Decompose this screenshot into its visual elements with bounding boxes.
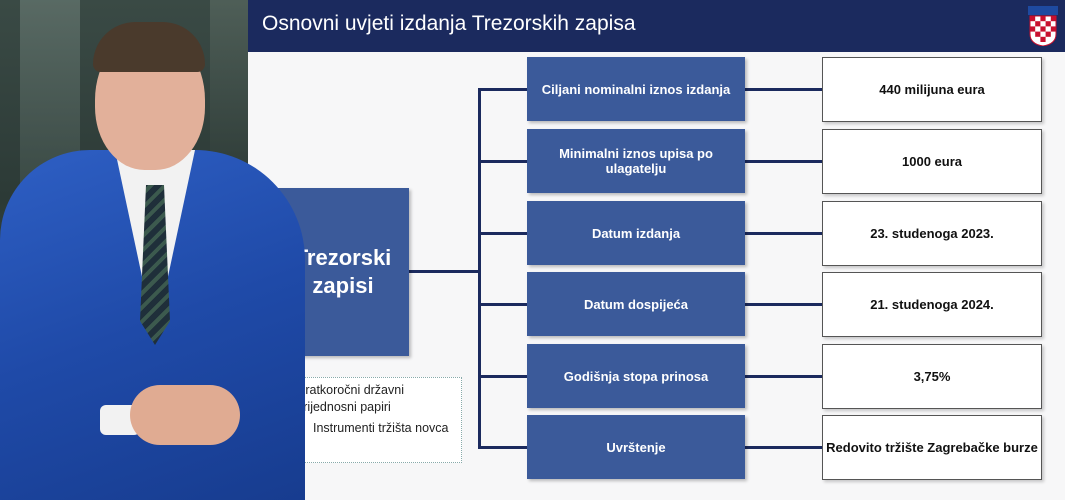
note-text: Kratkoročni državni vrijednosni papiri xyxy=(297,383,404,414)
person-hair xyxy=(93,22,205,72)
main-box-line1: Trezorski xyxy=(294,245,392,270)
connector-branch xyxy=(478,375,528,378)
connector-branch xyxy=(478,88,528,91)
note-box: Kratkoročni državni vrijednosni papiri •… xyxy=(290,377,462,463)
value-box: 1000 eura xyxy=(822,129,1042,194)
connector-value xyxy=(745,160,823,163)
value-box: Redovito tržište Zagrebačke burze xyxy=(822,415,1042,480)
person-hands xyxy=(130,385,240,445)
slide-header xyxy=(248,0,1065,52)
category-box: Uvrštenje xyxy=(527,415,745,479)
connector-value xyxy=(745,303,823,306)
connector-branch xyxy=(478,160,528,163)
croatian-coat-of-arms-icon xyxy=(1028,6,1058,46)
person-tie xyxy=(140,185,170,345)
connector-value xyxy=(745,375,823,378)
main-box-line2: zapisi xyxy=(312,273,374,298)
connector-branch xyxy=(478,446,528,449)
connector-branch xyxy=(478,232,528,235)
connector-branch xyxy=(478,303,528,306)
note-bullet-text: Instrumenti tržišta novca xyxy=(313,421,449,435)
value-box: 21. studenoga 2024. xyxy=(822,272,1042,337)
slide-title: Osnovni uvjeti izdanja Trezorskih zapisa xyxy=(262,12,636,35)
connector-value xyxy=(745,232,823,235)
category-box: Minimalni iznos upisa po ulagatelju xyxy=(527,129,745,193)
category-box: Datum izdanja xyxy=(527,201,745,265)
category-box: Datum dospijeća xyxy=(527,272,745,336)
value-box: 440 milijuna eura xyxy=(822,57,1042,122)
category-box: Godišnja stopa prinosa xyxy=(527,344,745,408)
category-box: Ciljani nominalni iznos izdanja xyxy=(527,57,745,121)
value-box: 23. studenoga 2023. xyxy=(822,201,1042,266)
connector-value xyxy=(745,446,823,449)
connector-value xyxy=(745,88,823,91)
connector-main xyxy=(409,270,479,273)
value-box: 3,75% xyxy=(822,344,1042,409)
connector-vertical xyxy=(478,88,481,449)
